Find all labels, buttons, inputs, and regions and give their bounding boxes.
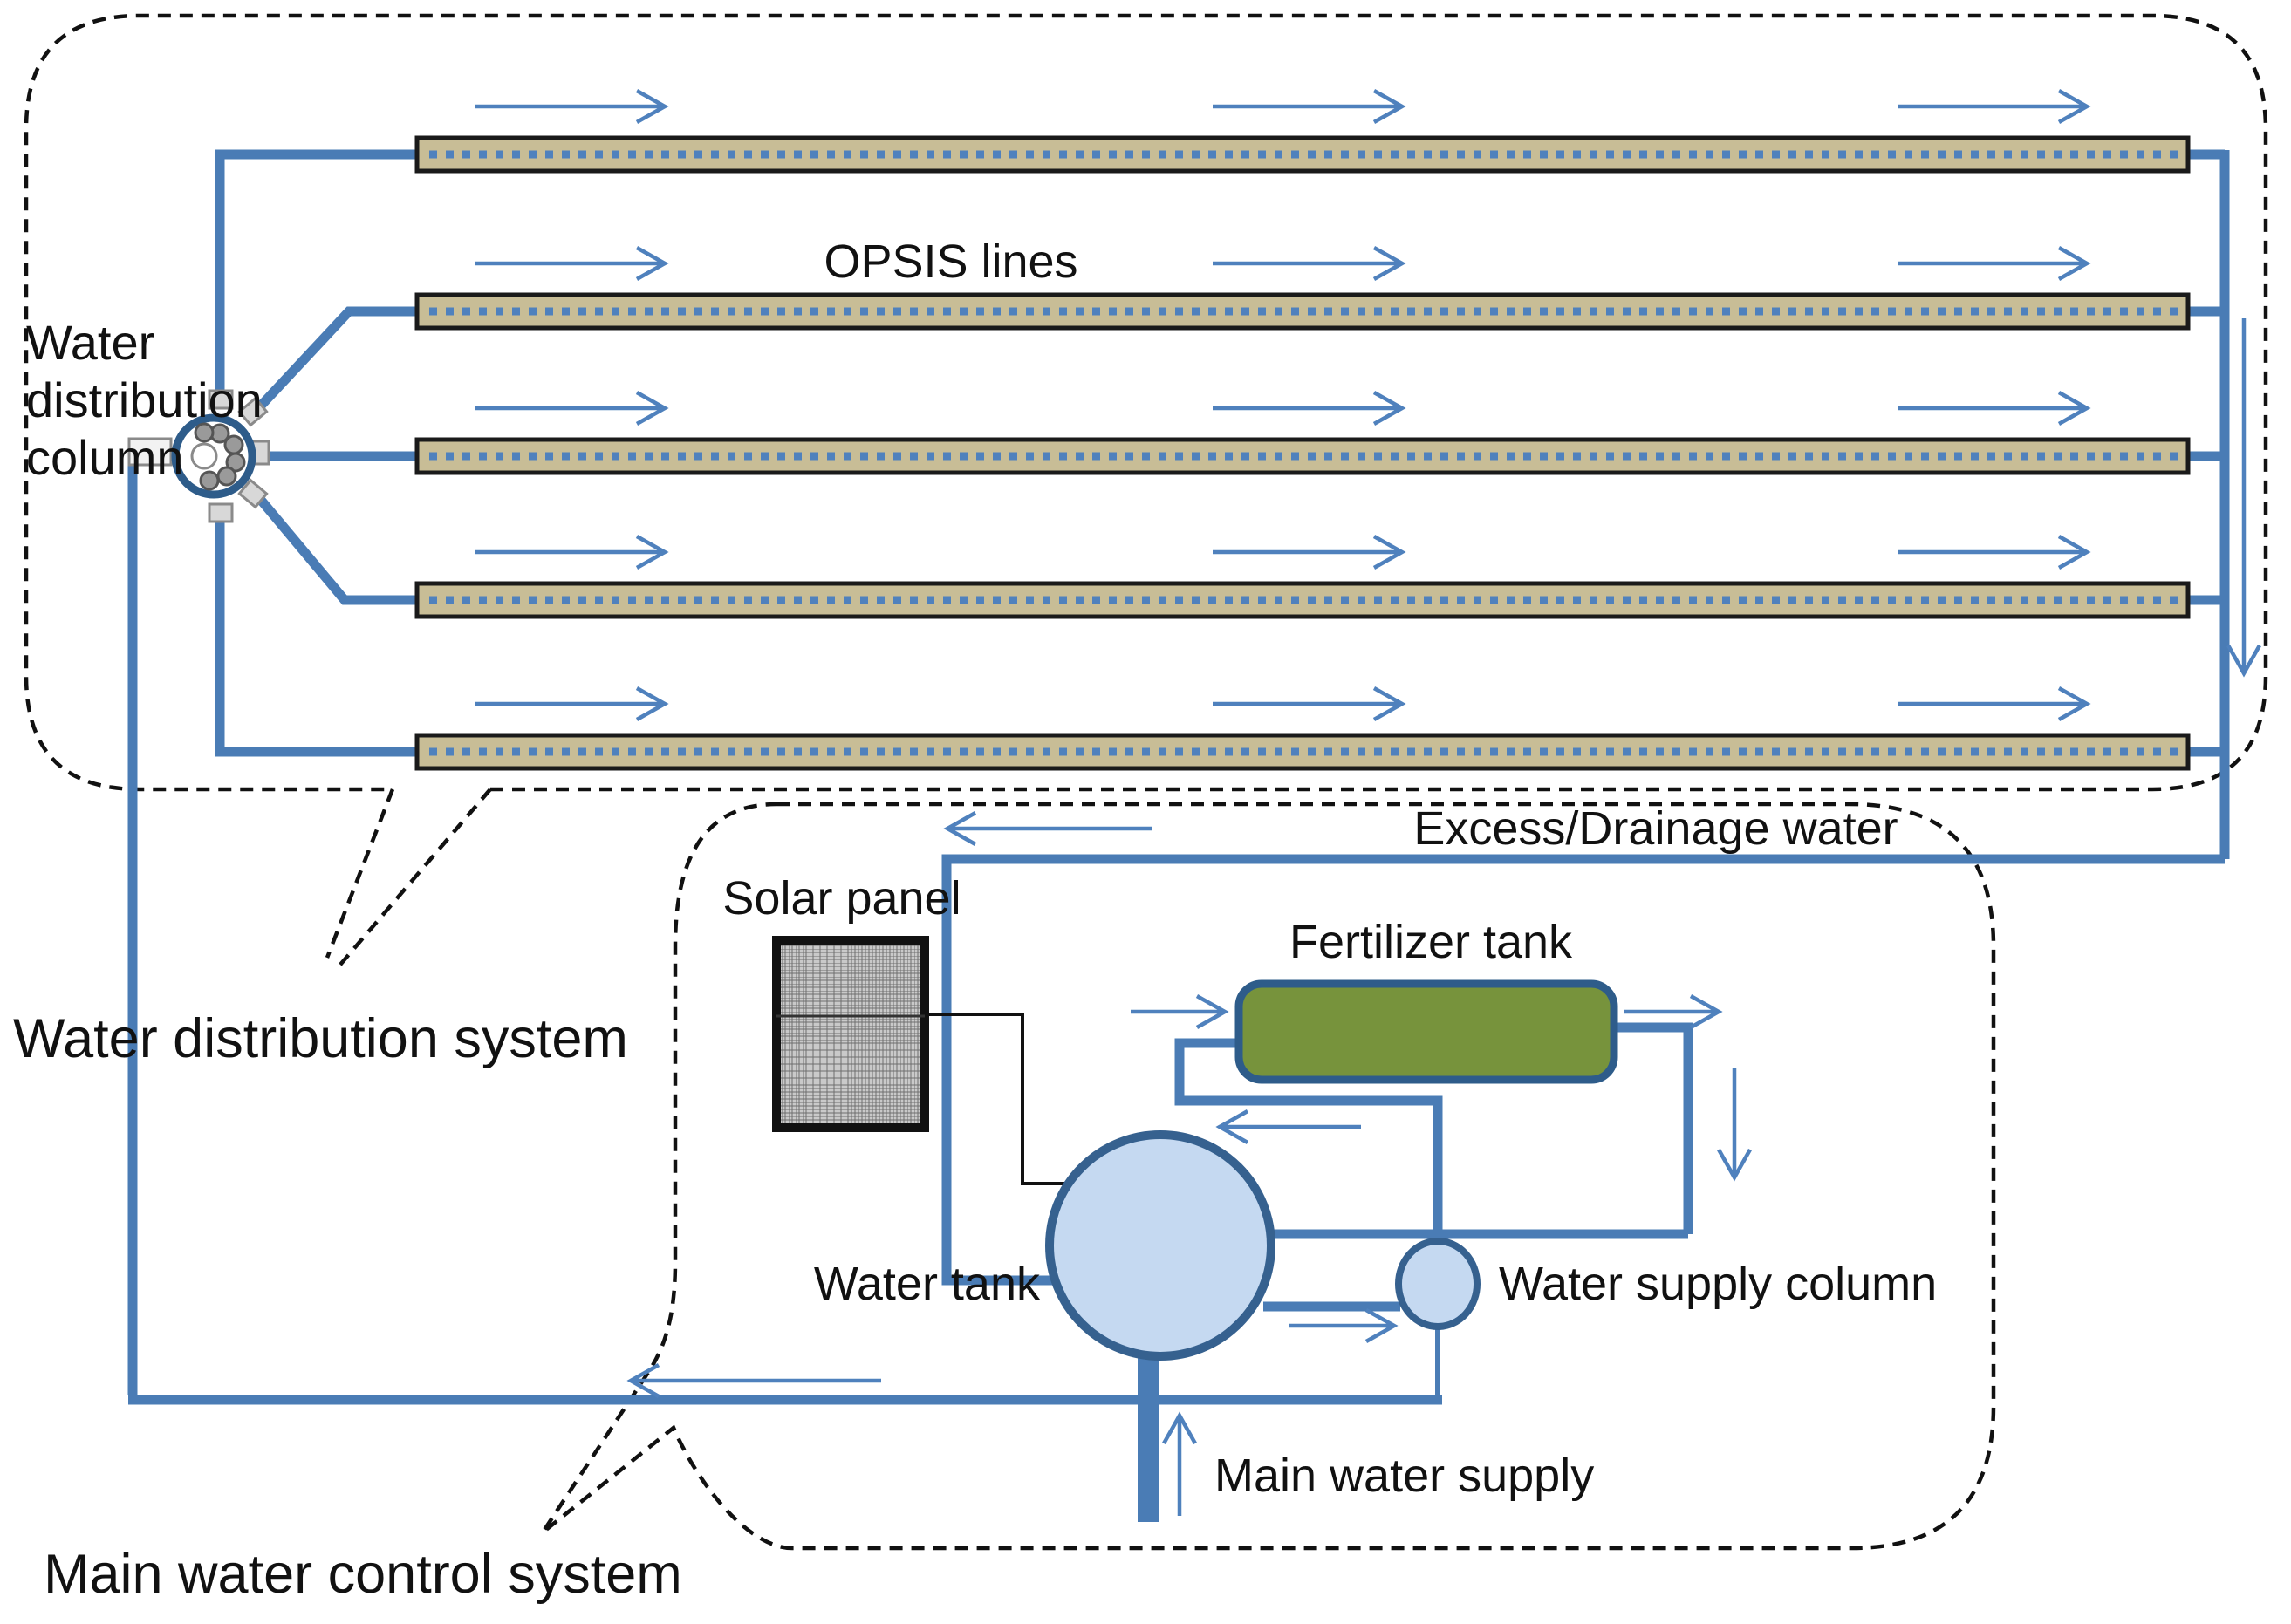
opsis-line <box>414 733 2191 771</box>
hub-nozzle <box>199 470 220 491</box>
opsis-lines-label: OPSIS lines <box>824 235 1077 288</box>
labels: Water distribution column OPSIS lines Ex… <box>13 235 1937 1605</box>
flow-arrow-right <box>1898 246 2091 281</box>
pipe-fertilizer-inlet-loop <box>1174 1038 1443 1242</box>
solar-wire <box>925 1013 1082 1185</box>
hub-nozzles <box>194 422 246 491</box>
fertilizer-tank <box>1234 979 1618 1084</box>
flow-arrow-right <box>1213 391 1406 426</box>
water-distribution-system-label: Water distribution system <box>13 1008 628 1069</box>
solar-panel-label: Solar panel <box>722 872 961 925</box>
water-distribution-system-callout-tail <box>325 788 492 966</box>
flow-arrow-down-collector <box>2226 318 2261 678</box>
water-supply-column-label: Water supply column <box>1499 1258 1937 1310</box>
hub-port-bottom <box>208 502 234 523</box>
flow-arrow-right <box>1213 686 1406 721</box>
hub-nozzle <box>194 422 215 443</box>
flow-arrow-right <box>1898 391 2091 426</box>
water-distribution-column-label-line2: distribution <box>26 372 263 427</box>
hub-port-left <box>127 437 173 467</box>
water-distribution-column-label-line1: Water <box>26 315 154 370</box>
opsis-line <box>414 292 2191 331</box>
flow-arrow-right <box>475 391 669 426</box>
excess-drainage-label: Excess/Drainage water <box>1413 802 1898 855</box>
hub-nozzle <box>223 434 244 455</box>
water-supply-column <box>1395 1238 1481 1330</box>
solar-panel-group <box>772 936 1082 1185</box>
pipe-opsis-outlets <box>2188 149 2225 757</box>
main-water-supply-label: Main water supply <box>1214 1450 1594 1502</box>
flow-arrow-right <box>1213 535 1406 570</box>
flow-arrow-down-fertilizer <box>1717 1068 1752 1182</box>
drainage-pipe-to-tank <box>941 854 2225 1286</box>
opsis-lines-group <box>414 135 2191 771</box>
water-tank <box>1045 1130 1275 1361</box>
opsis-line <box>414 581 2191 619</box>
flow-arrow-right <box>475 246 669 281</box>
main-water-control-system-border <box>541 802 1996 1551</box>
solar-panel <box>772 936 929 1132</box>
opsis-line <box>414 437 2191 475</box>
flow-arrow-left-fertilizer-return <box>1215 1109 1361 1144</box>
main-water-control-system-label: Main water control system <box>44 1544 682 1605</box>
hub-port-top <box>208 389 234 410</box>
hub-nozzle <box>216 466 237 487</box>
flow-arrow-right <box>1213 89 1406 124</box>
pipe-feed-line2 <box>246 306 417 420</box>
water-distribution-system-border <box>24 13 2268 792</box>
flow-arrow-right <box>1213 246 1406 281</box>
flow-arrow-right <box>475 686 669 721</box>
pipe-network <box>127 149 2230 1405</box>
flow-arrow-right <box>475 535 669 570</box>
pipe-feed-line1 <box>215 149 417 397</box>
water-tank-label: Water tank <box>814 1258 1041 1310</box>
flow-arrows <box>475 89 2261 1516</box>
flow-arrow-left-return <box>626 1363 881 1398</box>
pipe-hub-to-return <box>127 447 171 1395</box>
hub-port-lower-right <box>237 478 269 509</box>
flow-arrow-left-excess <box>943 811 1152 846</box>
hub-nozzle <box>225 452 246 473</box>
opsis-line <box>414 135 2191 174</box>
flow-arrow-right-fertilizer-out <box>1624 994 1723 1029</box>
pipe-fertilizer-outlet <box>1614 1022 1693 1234</box>
water-distribution-system-box <box>24 13 2268 966</box>
flow-arrow-up-supply <box>1162 1411 1197 1516</box>
main-water-control-system-box <box>541 802 1996 1551</box>
pipe-feed-line4 <box>247 485 417 605</box>
hub-center-outlet <box>190 442 218 470</box>
flow-arrow-right <box>1898 89 2091 124</box>
water-distribution-column-hub <box>127 389 270 523</box>
water-distribution-column-label-line3: column <box>26 430 184 485</box>
fertilizer-tank-label: Fertilizer tank <box>1289 916 1573 968</box>
flow-arrow-right <box>1898 535 2091 570</box>
flow-arrow-right <box>475 89 669 124</box>
flow-arrow-right-fertilizer-in <box>1131 994 1229 1029</box>
flow-arrow-right <box>1898 686 2091 721</box>
flow-arrow-right-to-column <box>1289 1308 1399 1343</box>
pipe-feed-line5 <box>215 510 417 757</box>
hub-port-upper-right <box>237 396 269 427</box>
